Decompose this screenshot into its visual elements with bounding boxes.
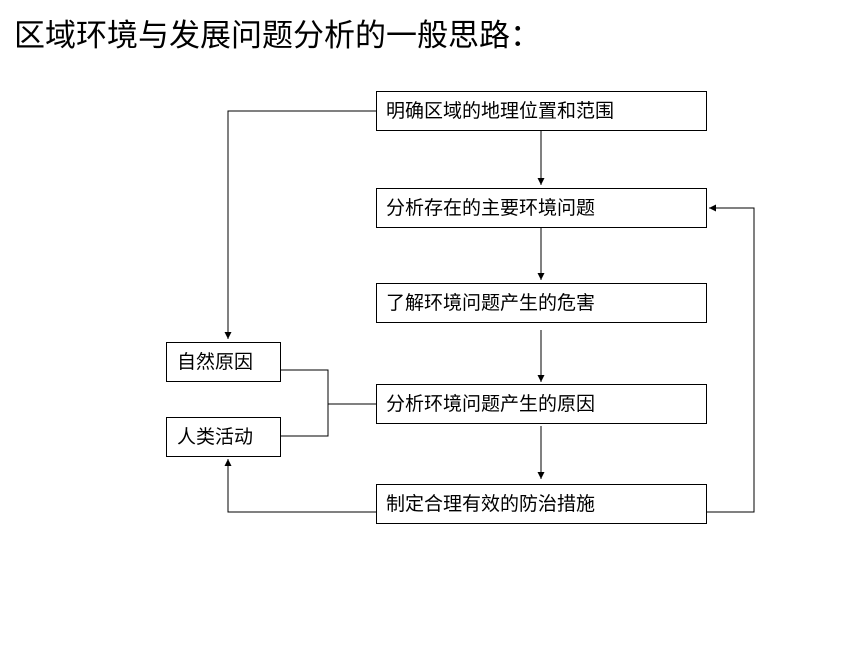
cause-box-natural: 自然原因 <box>166 342 281 382</box>
page-title: 区域环境与发展问题分析的一般思路： <box>14 18 541 54</box>
step-label: 了解环境问题产生的危害 <box>386 292 596 314</box>
arrow-feedback-loop <box>707 204 755 513</box>
step-label: 制定合理有效的防治措施 <box>386 493 596 515</box>
cause-box-human: 人类活动 <box>166 417 281 457</box>
arrow-step5-to-human-activity <box>224 459 376 513</box>
step-box-measures: 制定合理有效的防治措施 <box>376 484 707 524</box>
step-label: 分析环境问题产生的原因 <box>386 393 596 415</box>
step-label: 明确区域的地理位置和范围 <box>386 100 615 122</box>
step-box-location: 明确区域的地理位置和范围 <box>376 91 707 131</box>
cause-label: 人类活动 <box>177 426 254 448</box>
arrow-step1-to-natural-cause <box>224 110 376 339</box>
bracket-causes <box>281 369 329 437</box>
cause-label: 自然原因 <box>177 351 254 373</box>
step-box-causes: 分析环境问题产生的原因 <box>376 384 707 424</box>
step-box-main-problems: 分析存在的主要环境问题 <box>376 188 707 228</box>
step-box-hazards: 了解环境问题产生的危害 <box>376 283 707 323</box>
step-label: 分析存在的主要环境问题 <box>386 197 596 219</box>
